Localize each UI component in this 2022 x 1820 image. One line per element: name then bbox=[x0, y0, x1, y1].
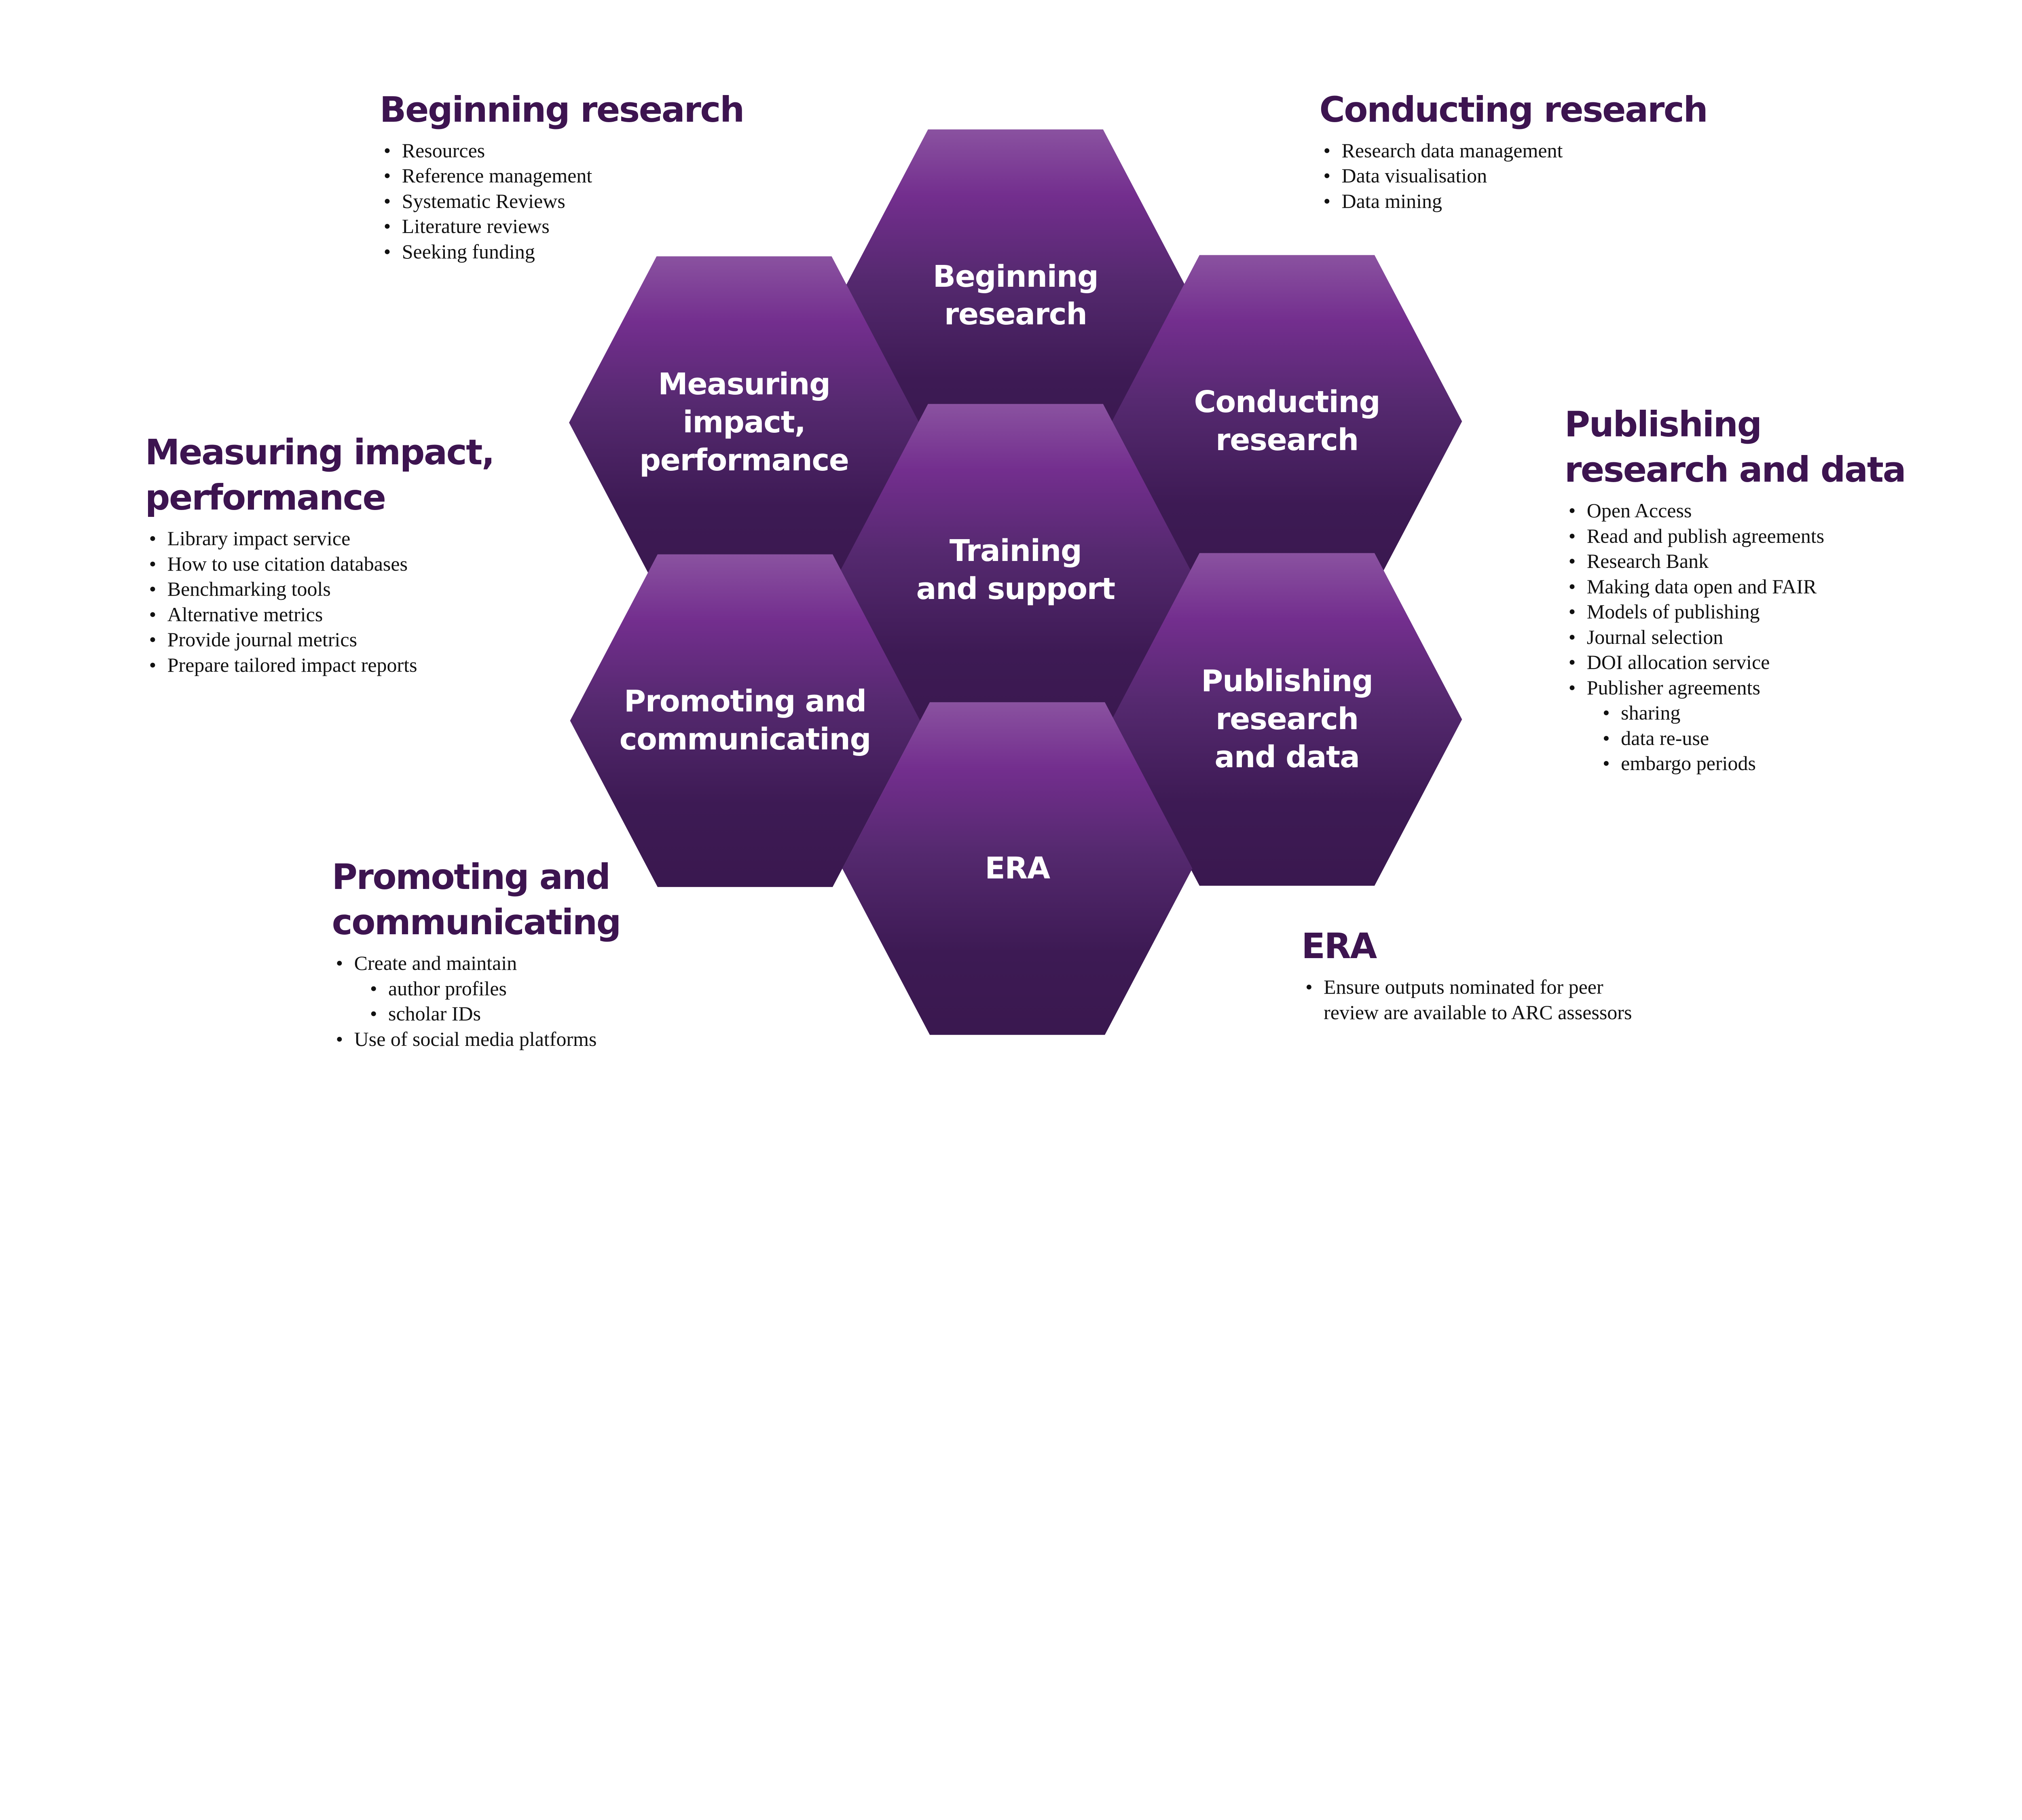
section-conducting-research: Conducting research Research data manage… bbox=[1319, 87, 1708, 214]
list-item: Use of social media platforms bbox=[336, 1026, 623, 1052]
list-item: Alternative metrics bbox=[149, 602, 499, 627]
section-title: Measuring impact, performance bbox=[145, 432, 495, 518]
hexagon-cluster bbox=[569, 129, 1462, 1035]
sub-list-item: sharing bbox=[1603, 700, 1931, 726]
hexagon-label-training: Training and support bbox=[916, 534, 1116, 606]
section-title: Beginning research bbox=[379, 89, 745, 130]
hexagon-label-promoting: Promoting and communicating bbox=[619, 684, 871, 757]
section-title: Promoting and communicating bbox=[332, 857, 622, 943]
section-promoting-communicating: Promoting and communicating Create and m… bbox=[332, 855, 623, 1052]
bullet-list: Create and maintain author profiles scho… bbox=[332, 950, 623, 1052]
bullet-list: Open Access Read and publish agreements … bbox=[1565, 498, 1931, 776]
list-item: Journal selection bbox=[1569, 624, 1931, 650]
list-item: Create and maintain bbox=[336, 950, 623, 976]
list-item: Open Access bbox=[1569, 498, 1931, 523]
list-item: Publisher agreements bbox=[1569, 675, 1931, 700]
list-item: DOI allocation service bbox=[1569, 650, 1931, 675]
hexagon-label-era: ERA bbox=[985, 851, 1050, 886]
sub-list-item: scholar IDs bbox=[370, 1001, 622, 1026]
bullet-list: Ensure outputs nominated for peer review… bbox=[1301, 974, 1639, 1025]
hexagon-label-measuring: Measuring impact, performance bbox=[639, 367, 849, 478]
hexagon-promoting bbox=[570, 554, 920, 887]
hexagon-conducting bbox=[1112, 255, 1462, 588]
section-title: Publishing research and data bbox=[1564, 404, 1906, 491]
section-measuring-impact: Measuring impact, performance Library im… bbox=[145, 430, 499, 678]
bullet-list: Research data management Data visualisat… bbox=[1320, 138, 1707, 214]
list-item: Literature reviews bbox=[384, 214, 744, 239]
bullet-list: Resources Reference management Systemati… bbox=[380, 138, 744, 265]
list-item: Library impact service bbox=[149, 526, 499, 551]
list-item: Provide journal metrics bbox=[149, 627, 499, 652]
hexagon-era bbox=[842, 702, 1193, 1035]
list-item: Models of publishing bbox=[1569, 599, 1931, 624]
sub-list-item: embargo periods bbox=[1603, 751, 1931, 776]
list-item: How to use citation databases bbox=[149, 551, 499, 577]
sub-list-item: data re-use bbox=[1603, 726, 1931, 751]
bullet-list: Library impact service How to use citati… bbox=[145, 526, 499, 677]
list-item: Systematic Reviews bbox=[384, 188, 744, 214]
section-beginning-research: Beginning research Resources Reference m… bbox=[379, 87, 745, 265]
list-item: Research data management bbox=[1324, 138, 1707, 163]
list-item: Data mining bbox=[1324, 188, 1707, 214]
list-item: Prepare tailored impact reports bbox=[149, 652, 499, 678]
hexagon-beginning bbox=[840, 129, 1191, 462]
list-item: Research Bank bbox=[1569, 548, 1931, 574]
hexagon-publishing bbox=[1112, 553, 1462, 886]
list-item: Making data open and FAIR bbox=[1569, 574, 1931, 599]
list-item: Resources bbox=[384, 138, 744, 163]
hexagon-label-conducting: Conducting research bbox=[1194, 385, 1381, 457]
list-item: Read and publish agreements bbox=[1569, 523, 1931, 549]
hexagon-training bbox=[840, 404, 1191, 737]
hexagon-label-publishing: Publishing research and data bbox=[1201, 664, 1373, 775]
list-item: Data visualisation bbox=[1324, 163, 1707, 188]
section-title: Conducting research bbox=[1319, 89, 1708, 130]
hexagon-label-beginning: Beginning research bbox=[933, 259, 1099, 332]
list-item: Reference management bbox=[384, 163, 744, 188]
list-item: Ensure outputs nominated for peer review… bbox=[1305, 974, 1639, 1025]
hexagon-measuring bbox=[569, 256, 919, 589]
section-title: ERA bbox=[1301, 926, 1377, 967]
section-publishing-research: Publishing research and data Open Access… bbox=[1565, 402, 1931, 776]
sub-list-item: author profiles bbox=[370, 976, 622, 1001]
list-item: Seeking funding bbox=[384, 239, 744, 265]
list-item: Benchmarking tools bbox=[149, 576, 499, 602]
section-era: ERA Ensure outputs nominated for peer re… bbox=[1301, 924, 1639, 1025]
